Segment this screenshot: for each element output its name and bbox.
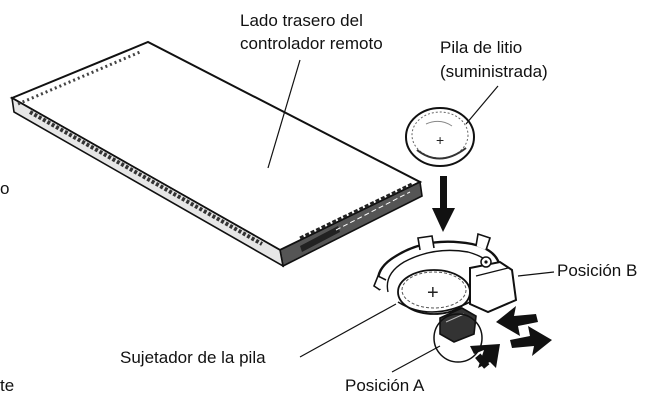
label-back-side-1: Lado trasero del bbox=[240, 11, 363, 30]
label-battery-1: Pila de litio bbox=[440, 38, 522, 57]
label-back-side-2: controlador remoto bbox=[240, 34, 383, 53]
label-position-a: Posición A bbox=[345, 376, 425, 395]
label-edge-fragment-1: o bbox=[0, 179, 9, 198]
down-arrow-icon bbox=[432, 176, 455, 232]
battery-plus-mark: + bbox=[436, 132, 444, 148]
double-arrow-icon bbox=[496, 306, 552, 356]
label-holder: Sujetador de la pila bbox=[120, 348, 266, 367]
position-a-circle bbox=[433, 313, 483, 363]
label-position-b: Posición B bbox=[557, 261, 637, 280]
battery-holder: + bbox=[373, 232, 518, 343]
lithium-battery: + bbox=[405, 107, 475, 167]
label-battery-2: (suministrada) bbox=[440, 62, 548, 81]
holder-plus-mark: + bbox=[427, 282, 439, 304]
push-arrow-icon bbox=[470, 344, 500, 369]
label-edge-fragment-2: te bbox=[0, 376, 14, 395]
remote-controller bbox=[9, 40, 423, 268]
